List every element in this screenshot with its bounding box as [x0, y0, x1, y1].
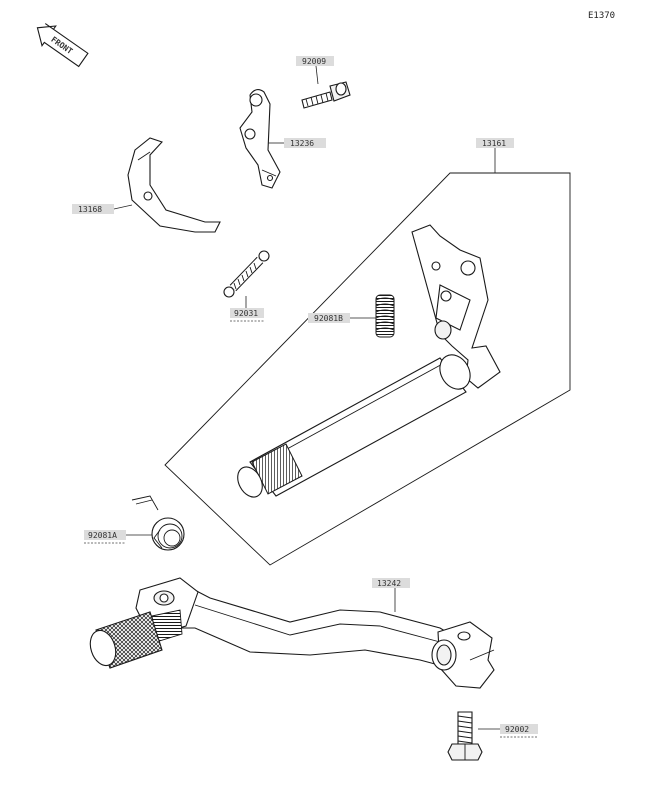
label-box-13168: [72, 204, 114, 214]
front-arrow-icon: FRONT: [36, 23, 89, 68]
part-label-13236: 13236: [290, 139, 314, 148]
leader-13168: [113, 204, 133, 210]
label-box-92081B: [308, 313, 350, 323]
label-box-13161: [476, 138, 514, 148]
spring-92081A: [131, 495, 185, 551]
leader-92009: [315, 65, 319, 85]
label-box-92002: [500, 724, 538, 734]
spring-92031: [223, 250, 270, 298]
label-box-13242: [372, 578, 410, 588]
part-label-92002: 92002: [505, 725, 529, 734]
part-label-92009: 92009: [302, 57, 326, 66]
part-label-92081B: 92081B: [314, 314, 343, 323]
diagram-code: E1370: [588, 11, 615, 21]
part-label-13168: 13168: [78, 205, 102, 214]
part-label-92031: 92031: [234, 309, 258, 318]
part-label-92081A: 92081A: [88, 531, 117, 540]
bolt-92009: [301, 81, 351, 109]
part-label-13161: 13161: [482, 139, 506, 148]
bracket-13236: [239, 89, 281, 189]
shift-pedal-13242: [89, 577, 495, 689]
part-label-13242: 13242: [377, 579, 401, 588]
label-box-92081A: [84, 530, 126, 540]
shift-shaft-13161: [237, 224, 501, 498]
label-box-13236: [284, 138, 326, 148]
assembly-outline-13161: [164, 172, 571, 566]
lever-13168: [127, 137, 221, 233]
label-box-92009: [296, 56, 334, 66]
label-box-92031: [230, 308, 264, 318]
spring-92081B: [375, 294, 395, 338]
bolt-92002: [447, 711, 483, 761]
